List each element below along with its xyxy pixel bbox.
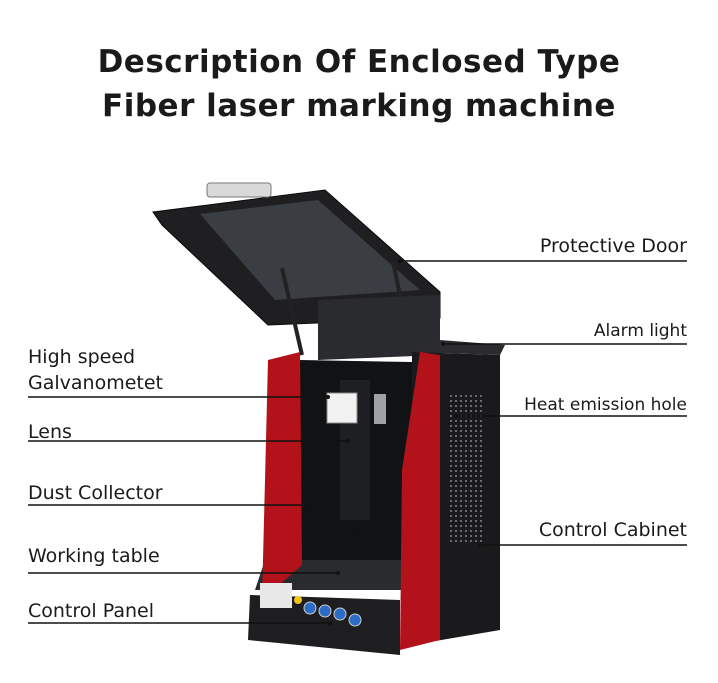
label-alarm-light: Alarm light: [593, 321, 687, 341]
leader-dust-collector: [28, 504, 359, 536]
heat-emission-vents: [450, 395, 485, 545]
door-handle: [206, 182, 272, 198]
lens-assembly: [374, 394, 386, 424]
galvanometer-head: [326, 392, 358, 424]
label-control-panel: Control Panel: [28, 600, 154, 622]
leader-lines: [28, 260, 687, 624]
label-galvanometer-line-1: High speed: [28, 346, 136, 368]
label-galvanometer-line-2: Galvanometet: [28, 372, 163, 394]
label-dust-collector: Dust Collector: [28, 482, 163, 504]
label-protective-door: Protective Door: [539, 235, 687, 257]
label-working-table: Working table: [28, 545, 160, 567]
title-line-1: Description Of Enclosed Type: [97, 44, 621, 80]
protective-door-panel: [152, 182, 441, 326]
label-heat-emission-hole: Heat emission hole: [524, 395, 687, 415]
label-lens: Lens: [28, 421, 72, 443]
frame-left-red: [262, 352, 302, 600]
control-panel-unit: [260, 583, 362, 627]
title-line-2: Fiber laser marking machine: [102, 88, 616, 124]
frame-right-red: [400, 352, 440, 650]
label-control-cabinet: Control Cabinet: [538, 519, 687, 541]
gas-strut-left: [280, 267, 304, 356]
